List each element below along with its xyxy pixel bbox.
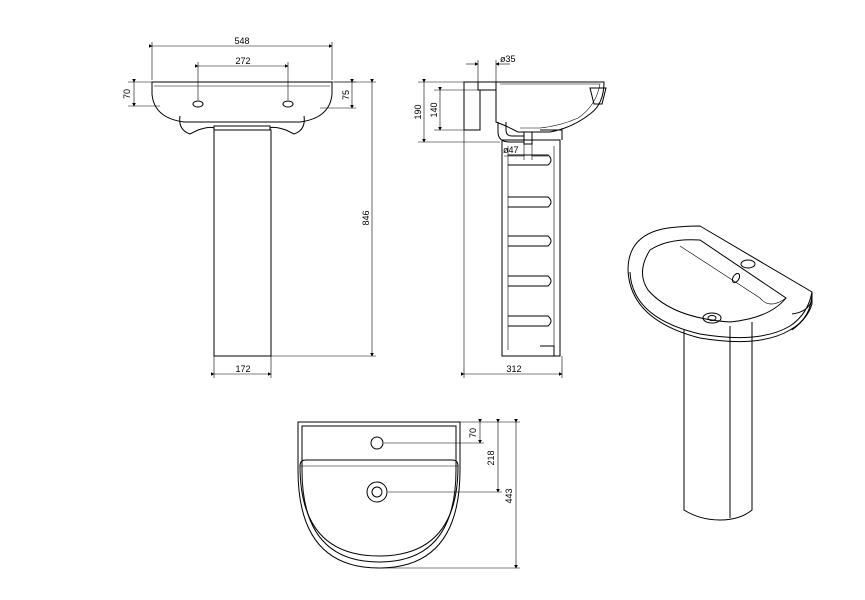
isometric-view <box>627 225 813 521</box>
iso-waste <box>702 312 722 324</box>
dim-height-190: 190 <box>413 104 423 119</box>
dim-width: 548 <box>234 36 249 46</box>
front-view: 548 272 70 75 846 172 <box>122 36 376 378</box>
iso-pedestal <box>683 322 753 521</box>
dim-tap-spacing: 272 <box>235 56 250 66</box>
top-waste-inner <box>371 486 383 498</box>
front-pedestal <box>213 129 272 357</box>
iso-basin-outline <box>627 225 813 343</box>
dim-tap-hole: ø35 <box>500 54 516 64</box>
front-tap-hole-right <box>282 100 294 108</box>
front-basin-outline <box>151 81 333 123</box>
dim-total-height: 846 <box>361 210 371 225</box>
dim-total-depth: 443 <box>504 488 514 503</box>
top-bowl <box>299 459 459 557</box>
dim-bowl-left: 70 <box>122 89 132 99</box>
dim-depth: 312 <box>506 364 521 374</box>
dim-height-140: 140 <box>429 102 439 117</box>
dim-tap-to-back: 70 <box>468 428 478 438</box>
iso-bowl <box>642 239 787 323</box>
top-tap-hole <box>370 436 384 450</box>
side-view: ø35 190 140 ø47 312 <box>413 54 607 378</box>
iso-tap-hole <box>740 259 756 269</box>
dim-waste: ø47 <box>503 145 519 155</box>
front-tap-hole-left <box>192 100 204 108</box>
top-basin-outline <box>297 421 461 569</box>
side-basin-outline <box>463 81 605 133</box>
dim-waste-to-back: 218 <box>486 450 496 465</box>
dim-bowl-right: 75 <box>341 90 351 100</box>
top-waste-outer <box>366 481 388 503</box>
top-view: 70 218 443 <box>297 419 520 569</box>
side-pedestal <box>501 139 561 357</box>
dim-pedestal-width: 172 <box>235 364 250 374</box>
